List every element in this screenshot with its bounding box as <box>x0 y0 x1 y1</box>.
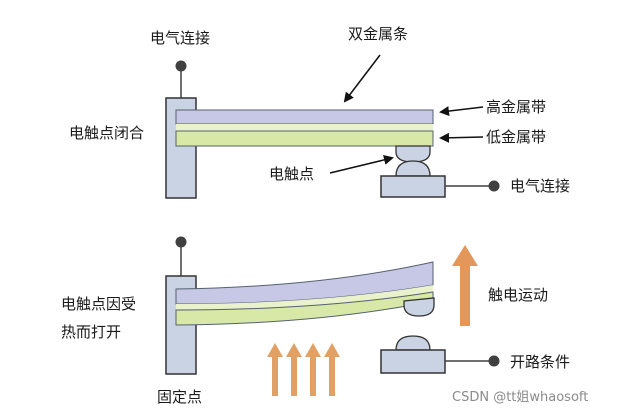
contact-base <box>380 175 446 198</box>
contact-motion-label: 触电运动 <box>488 286 549 304</box>
bimetal-pointer-arrow <box>343 54 381 103</box>
contacts-open-label-line2: 热而打开 <box>61 323 122 341</box>
top-terminal <box>175 60 187 98</box>
terminal-dot-icon <box>175 236 187 248</box>
contacts-closed-label: 电触点闭合 <box>69 124 145 142</box>
low-expansion-layer <box>175 130 434 147</box>
fixed-contact-dome <box>395 160 431 177</box>
heat-arrow-icon <box>267 343 283 396</box>
top-electrical-connection-label: 电气连接 <box>150 29 211 47</box>
heat-arrow-icon <box>324 343 340 396</box>
high-metal-pointer-arrow <box>439 106 484 117</box>
closed-state-group <box>165 54 500 199</box>
strip-separator-bent <box>176 285 433 310</box>
fixed-contact-dome-open <box>395 335 431 351</box>
contacts-open-label-line1: 电触点因受 <box>61 295 137 313</box>
right-terminal-bottom <box>445 355 500 367</box>
contact-base-open <box>380 349 446 374</box>
contact-pointer-arrow <box>329 155 394 174</box>
high-metal-label: 高金属带 <box>486 98 547 116</box>
terminal-dot-icon <box>488 355 500 367</box>
watermark: CSDN @tt姐whaosoft <box>452 390 589 405</box>
fixed-point-label: 固定点 <box>157 388 203 406</box>
bottom-top-terminal <box>175 236 187 276</box>
electrical-contact-label: 电触点 <box>269 165 315 183</box>
right-electrical-connection-label: 电气连接 <box>510 177 571 195</box>
open-state-group <box>165 236 500 396</box>
moving-contact-lifted <box>403 297 435 317</box>
strip-separator <box>176 124 433 131</box>
low-metal-label: 低金属带 <box>486 128 547 146</box>
moving-contact <box>395 145 431 163</box>
heat-arrows <box>267 343 340 396</box>
bimetal-strip-bent <box>175 261 434 326</box>
right-terminal-top <box>445 180 500 192</box>
bimetal-strip-straight <box>175 109 434 147</box>
terminal-dot-icon <box>175 60 187 72</box>
heat-arrow-icon <box>286 343 302 396</box>
motion-up-arrow-icon <box>452 245 478 326</box>
bimetal-strip-label: 双金属条 <box>348 25 409 43</box>
heat-arrow-icon <box>305 343 321 396</box>
low-metal-pointer-arrow <box>439 132 484 143</box>
open-circuit-label: 开路条件 <box>510 353 571 371</box>
terminal-dot-icon <box>488 180 500 192</box>
high-expansion-layer <box>175 109 434 125</box>
